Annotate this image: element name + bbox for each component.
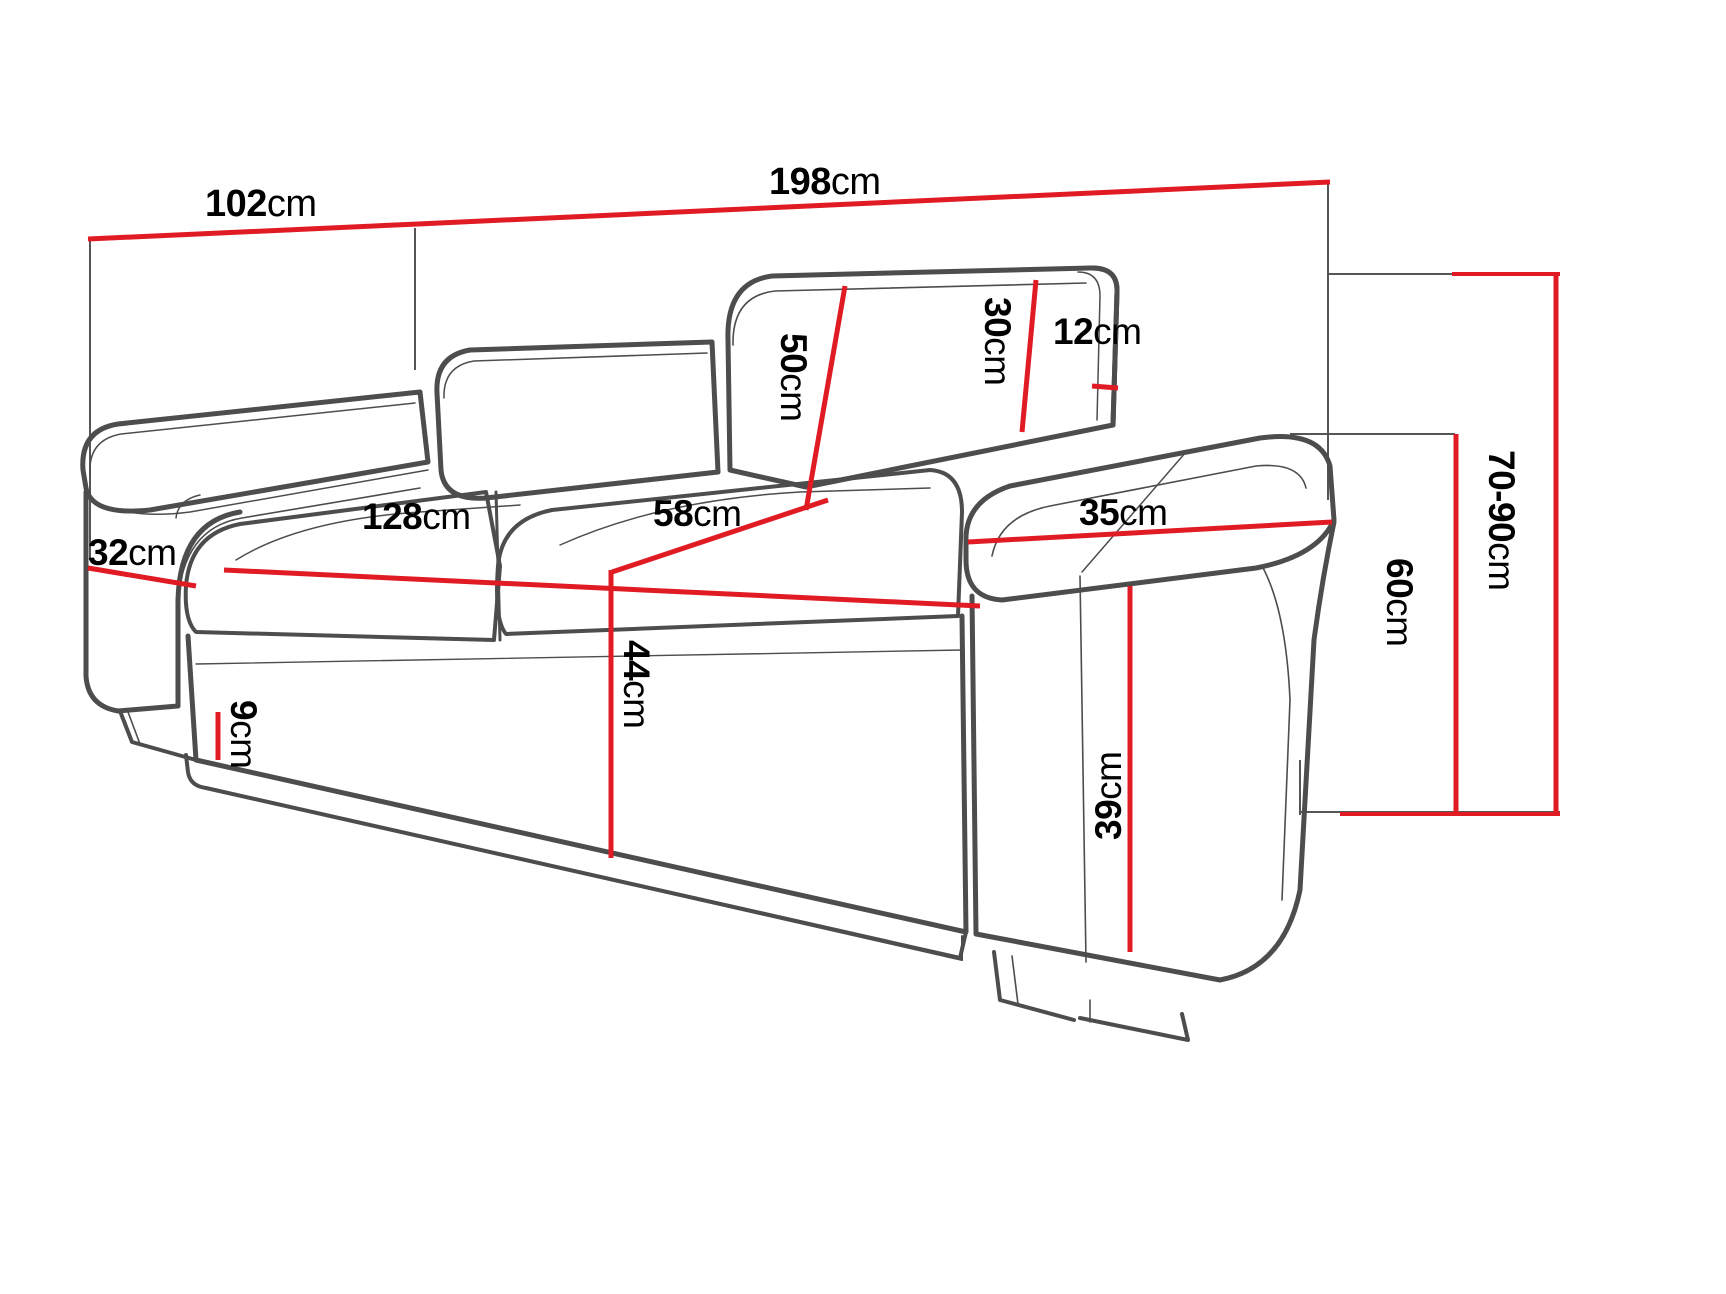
- seat-apron-seam-upper: [195, 649, 963, 665]
- dimension-label-12: 12cm: [1053, 311, 1142, 352]
- dimension-label-44: 44cm: [616, 640, 657, 729]
- dimension-value-44: 44: [616, 640, 657, 681]
- dimension-unit-102: cm: [266, 183, 317, 225]
- dimension-unit-39: cm: [1088, 751, 1129, 800]
- backrest-thickness-seam: [1077, 271, 1101, 421]
- seat-cushion-divider: [494, 490, 502, 642]
- right-front-leg-inner: [1011, 955, 1019, 1005]
- dimension-unit-60: cm: [1379, 598, 1420, 647]
- dim-line-50: [803, 285, 848, 511]
- dimension-label-32: 32cm: [88, 532, 177, 573]
- mid-back-cushion-seam: [443, 352, 708, 399]
- seat-front-apron: [185, 613, 969, 935]
- dimension-label-39: 39cm: [1088, 751, 1129, 840]
- dimension-label-102: 102cm: [205, 185, 317, 223]
- dim-line-32: [87, 565, 197, 589]
- dimension-label-198: 198cm: [769, 163, 881, 201]
- seat-cushion-right-inner: [559, 487, 931, 546]
- dimension-value-58: 58: [653, 493, 694, 534]
- right-armrest-body-seam: [1079, 575, 1087, 963]
- left-leg-inner: [127, 711, 141, 745]
- dimension-unit-58: cm: [693, 493, 742, 534]
- dimension-unit-70-90: cm: [1481, 542, 1522, 591]
- dim-line-30: [1019, 279, 1039, 433]
- dimension-value-30: 30: [977, 297, 1018, 338]
- right-armrest-facet: [1081, 451, 1187, 573]
- dim-line-198: [417, 179, 1331, 227]
- mid-back-cushion: [434, 339, 721, 501]
- dimension-unit-50: cm: [773, 373, 814, 422]
- left-leg: [118, 709, 198, 762]
- right-rear-leg: [1078, 1012, 1190, 1042]
- dimension-value-12: 12: [1053, 311, 1094, 352]
- dim-line-58: [611, 497, 829, 575]
- dimension-value-128: 128: [362, 496, 423, 537]
- left-leg-foot: [145, 745, 199, 761]
- dimension-value-32: 32: [88, 532, 129, 573]
- right-front-leg: [992, 950, 1076, 1022]
- dimension-value-50: 50: [773, 333, 814, 374]
- dimension-lines: [87, 179, 1560, 952]
- backrest-right-edge: [1087, 265, 1120, 428]
- dimension-unit-32: cm: [128, 532, 177, 573]
- dimension-unit-44: cm: [616, 680, 657, 729]
- dimension-label-128: 128cm: [362, 498, 471, 535]
- left-armrest-corner: [175, 494, 201, 519]
- left-armrest-roll-underseam: [91, 469, 429, 516]
- right-armrest-outer-seam: [1261, 565, 1291, 901]
- dimension-label-30: 30cm: [977, 297, 1018, 386]
- dimension-label-35: 35cm: [1079, 492, 1168, 533]
- dimension-value-9: 9: [223, 700, 264, 721]
- dimension-label-70-90: 70-90cm: [1481, 450, 1522, 591]
- left-armrest-roll-seam: [89, 402, 416, 475]
- dimension-label-9: 9cm: [223, 700, 264, 769]
- dimension-label-60: 60cm: [1379, 558, 1420, 647]
- right-armrest-roll-inner: [991, 464, 1307, 557]
- left-armrest-inner-edge: [177, 487, 421, 605]
- dimension-unit-35: cm: [1119, 492, 1168, 533]
- left-armrest-roll: [80, 389, 431, 514]
- dimension-value-70-90: 70-90: [1481, 450, 1522, 543]
- dimension-unit-9: cm: [223, 720, 264, 769]
- dimension-value-39: 39: [1088, 799, 1129, 840]
- seat-cushion-left: [183, 490, 502, 642]
- dim-line-12: [1091, 383, 1119, 391]
- dimension-unit-12: cm: [1093, 311, 1142, 352]
- dimension-label-58: 58cm: [653, 493, 742, 534]
- dim-line-102: [87, 221, 419, 242]
- dimension-value-35: 35: [1079, 492, 1120, 533]
- right-armrest-bottom: [974, 932, 1222, 982]
- seat-cushion-left-inner: [235, 504, 521, 561]
- dimension-unit-30: cm: [977, 337, 1018, 386]
- dimension-value-102: 102: [205, 183, 267, 225]
- backrest-inner-seam: [732, 282, 1087, 346]
- right-armrest-body: [969, 519, 1337, 983]
- dimension-unit-128: cm: [422, 496, 471, 537]
- dimension-unit-198: cm: [830, 161, 881, 203]
- dimension-label-50: 50cm: [773, 333, 814, 422]
- dimension-value-198: 198: [769, 161, 831, 203]
- left-armrest-body: [83, 489, 243, 714]
- dimension-value-60: 60: [1379, 558, 1420, 599]
- dim-line-128: [223, 567, 981, 609]
- dim-line-35: [967, 519, 1333, 545]
- sofa-outline: [80, 265, 1337, 1042]
- sofa-base-bottom-edge: [205, 787, 963, 961]
